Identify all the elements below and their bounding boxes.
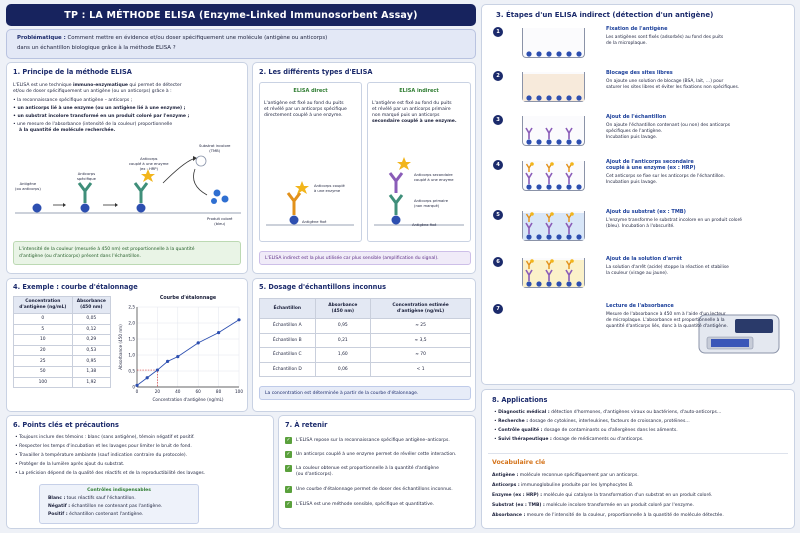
- x-tick-label: 40: [175, 389, 181, 394]
- data-point: [237, 318, 241, 322]
- step-number: 2: [493, 71, 503, 81]
- types-note: L'ELISA indirect est la plus utilisée ca…: [259, 251, 471, 265]
- well-icon: [522, 28, 585, 58]
- antibody-icon: [77, 182, 93, 203]
- check-icon: ✓: [285, 465, 292, 472]
- section-applications: 8. Applications • Diagnostic médical : d…: [481, 389, 795, 529]
- y-tick-label: 0: [132, 384, 135, 389]
- step-number: 4: [493, 160, 503, 170]
- x-tick-label: 0: [136, 389, 139, 394]
- check-icon: ✓: [285, 451, 292, 458]
- product-icon: [213, 189, 221, 197]
- y-tick-label: 0,5: [128, 368, 135, 373]
- enzyme-icon: [141, 169, 155, 182]
- elisa-indirect-panel: ELISA indirect L'antigène est fixé au fo…: [367, 82, 471, 242]
- section-title: 6. Points clés et précautions: [13, 421, 119, 429]
- step-number: 3: [493, 115, 503, 125]
- elisa-direct-panel: ELISA direct L'antigène est fixé au fond…: [259, 82, 362, 242]
- x-axis-label: Concentration d'antigène (ng/mL): [153, 397, 224, 402]
- x-tick-label: 80: [216, 389, 222, 394]
- check-icon: ✓: [285, 437, 292, 444]
- section-key-points: 6. Points clés et précautions • Toujours…: [6, 415, 274, 529]
- section-remember: 7. À retenir ✓ L'ELISA repose sur la rec…: [278, 415, 476, 529]
- y-tick-label: 2,5: [128, 304, 135, 309]
- calibration-chart: Courbe d'étalonnage 0 0,5 1,0 1,5 2,0 2,5 0 20 40…: [118, 294, 243, 402]
- section-calibration: 4. Exemple : courbe d'étalonnage Concent…: [6, 278, 248, 412]
- check-icon: ✓: [285, 501, 292, 508]
- check-icon: ✓: [285, 486, 292, 493]
- section-title: 1. Principe de la méthode ELISA: [13, 68, 132, 76]
- principle-diagram: [15, 155, 241, 214]
- y-axis-label: Absorbance (450 nm): [118, 324, 123, 370]
- data-point: [155, 368, 159, 372]
- section-principle: 1. Principe de la méthode ELISA L'ELISA …: [6, 62, 248, 274]
- section-title: 8. Applications: [492, 396, 548, 404]
- problem-box: Problématique : Comment mettre en éviden…: [6, 29, 476, 59]
- y-tick-label: 2,0: [128, 320, 135, 325]
- chart-title: Courbe d'étalonnage: [160, 294, 217, 301]
- section-title: 3. Étapes d'un ELISA indirect (détection…: [496, 11, 714, 19]
- data-point: [176, 355, 180, 359]
- well-icon: [522, 116, 585, 146]
- y-tick-label: 1,5: [128, 336, 135, 341]
- principle-note: L'intensité de la couleur (mesurée à 450…: [13, 241, 241, 265]
- x-tick-label: 20: [155, 389, 161, 394]
- section-title: 2. Les différents types d'ELISA: [259, 68, 373, 76]
- step-number: 1: [493, 27, 503, 37]
- well-icon: [522, 72, 585, 102]
- well-icon: [522, 258, 585, 288]
- well-icon: [522, 161, 585, 191]
- x-tick-label: 60: [196, 389, 202, 394]
- data-point: [166, 359, 170, 363]
- antigen-icon: [32, 203, 42, 213]
- vocabulary-box: Vocabulaire clé Antigène : molécule reco…: [488, 453, 788, 525]
- section-unknowns: 5. Dosage d'échantillons inconnus Échant…: [252, 278, 476, 412]
- page-title: TP : LA MÉTHODE ELISA (Enzyme-Linked Imm…: [6, 4, 476, 26]
- controls-box: Contrôles indispensables Blanc : tous ré…: [39, 484, 199, 524]
- y-tick-label: 1,0: [128, 352, 135, 357]
- x-tick-label: 100: [235, 389, 243, 394]
- section-title: 4. Exemple : courbe d'étalonnage: [13, 283, 138, 291]
- section-title: 7. À retenir: [285, 421, 328, 429]
- data-point: [145, 376, 149, 380]
- unknowns-note: La concentration est déterminée à partir…: [259, 386, 471, 400]
- step-number: 5: [493, 210, 503, 220]
- substrate-icon: [195, 155, 207, 167]
- data-point: [217, 331, 221, 335]
- microplate-reader-icon: [698, 314, 780, 354]
- well-icon: [522, 211, 585, 241]
- section-title: 5. Dosage d'échantillons inconnus: [259, 283, 386, 291]
- step-number: 6: [493, 257, 503, 267]
- section-types: 2. Les différents types d'ELISA ELISA di…: [252, 62, 476, 274]
- step-number: 7: [493, 304, 503, 314]
- data-point: [196, 341, 200, 345]
- series-line: [136, 319, 240, 386]
- data-point: [135, 383, 139, 387]
